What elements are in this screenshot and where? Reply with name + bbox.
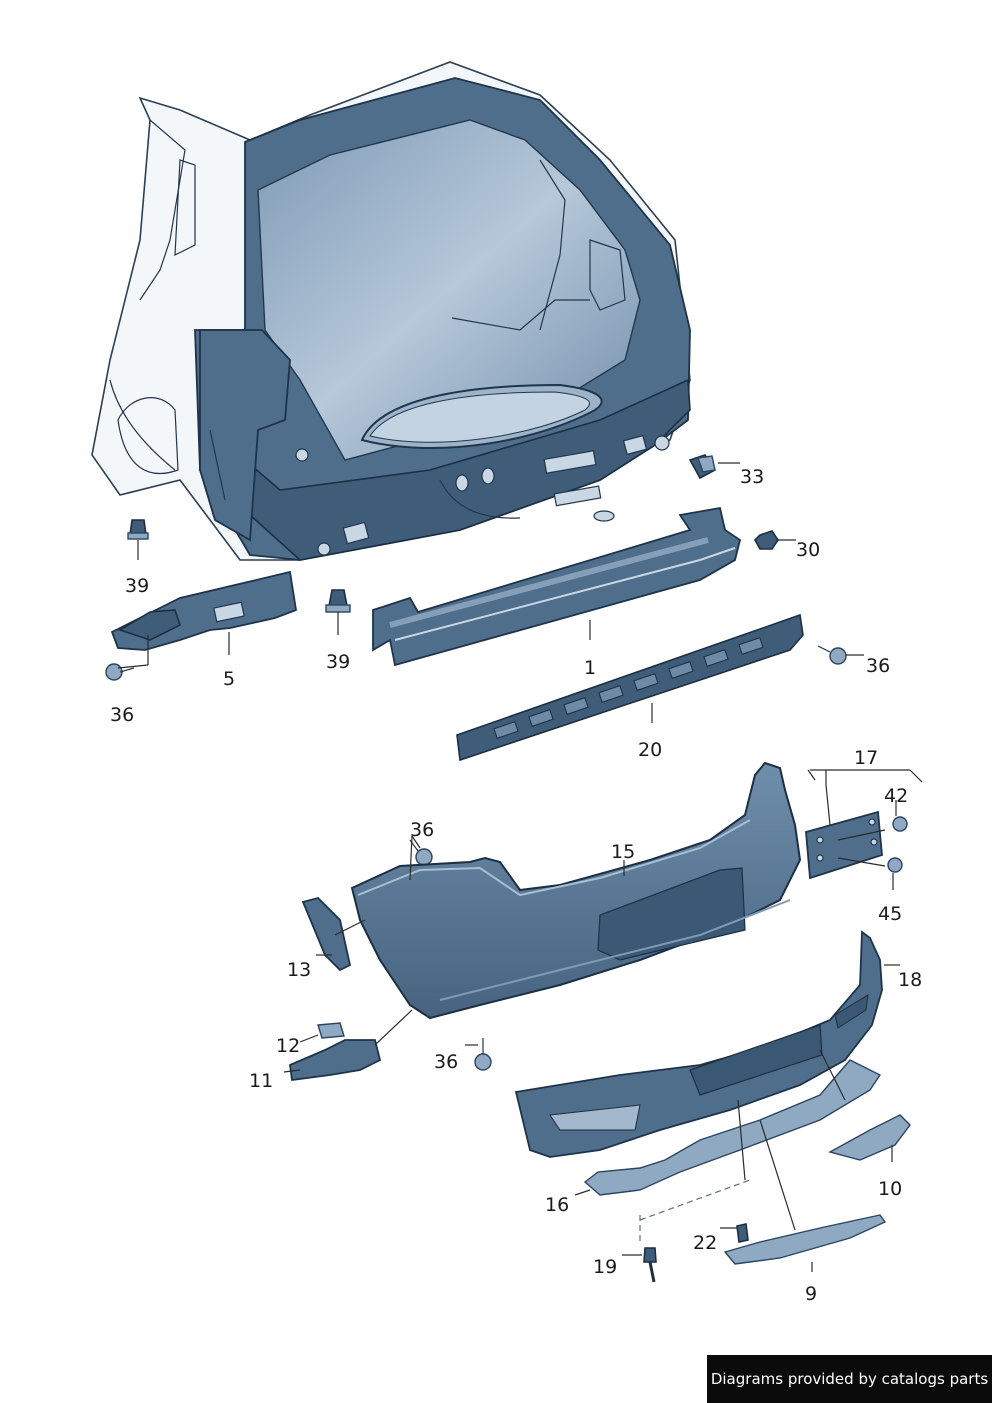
label-9: 9 (805, 1283, 817, 1305)
label-5: 5 (223, 668, 235, 690)
label-39-center: 39 (326, 651, 350, 673)
label-36-bracket: 36 (110, 704, 134, 726)
label-15: 15 (611, 841, 635, 863)
license-plate-holder[interactable] (805, 810, 883, 880)
nut-42[interactable] (892, 816, 908, 832)
label-12: 12 (276, 1035, 300, 1057)
label-20: 20 (638, 739, 662, 761)
label-16: 16 (545, 1194, 569, 1216)
bumper-bracket-left[interactable] (110, 570, 298, 651)
label-33: 33 (740, 466, 764, 488)
label-1: 1 (584, 657, 596, 679)
label-18: 18 (898, 969, 922, 991)
screw-36d[interactable] (474, 1038, 492, 1071)
car-body-rear (91, 61, 691, 561)
bumper-cover[interactable] (350, 761, 802, 1020)
label-19: 19 (593, 1256, 617, 1278)
screw-36c[interactable] (409, 839, 433, 866)
leader-lines (117, 462, 923, 1272)
label-36-absorber: 36 (866, 655, 890, 677)
catalog-credit-banner: Diagrams provided by catalogs parts (707, 1355, 992, 1403)
fastener-clip-39a[interactable] (127, 519, 149, 540)
cover-10[interactable] (828, 1114, 911, 1161)
label-36-cover-top: 36 (410, 819, 434, 841)
screw-45[interactable] (887, 857, 903, 873)
label-13: 13 (287, 959, 311, 981)
rivet-19[interactable] (643, 1247, 657, 1283)
fastener-nut-33[interactable] (688, 454, 717, 480)
label-10: 10 (878, 1178, 902, 1200)
undertray-16[interactable] (583, 1059, 882, 1196)
label-11: 11 (249, 1070, 273, 1092)
screw-36b[interactable] (817, 645, 847, 665)
label-42: 42 (884, 785, 908, 807)
label-17: 17 (854, 747, 878, 769)
guide-bracket-11[interactable] (289, 1039, 382, 1082)
energy-absorber[interactable] (456, 613, 804, 762)
fastener-nut-30[interactable] (754, 530, 779, 550)
clip-22[interactable] (736, 1223, 749, 1243)
label-22: 22 (693, 1232, 717, 1254)
part-number-labels: 1 5 9 10 11 12 13 15 16 17 18 19 20 22 3… (110, 466, 922, 1305)
clip-12[interactable] (317, 1022, 345, 1039)
trim-strip-9[interactable] (723, 1214, 887, 1265)
label-39-left: 39 (125, 575, 149, 597)
impact-bar[interactable] (372, 506, 742, 667)
label-45: 45 (878, 903, 902, 925)
label-36-cover-bottom: 36 (434, 1051, 458, 1073)
label-30: 30 (796, 539, 820, 561)
fastener-clip-39b[interactable] (325, 589, 351, 613)
